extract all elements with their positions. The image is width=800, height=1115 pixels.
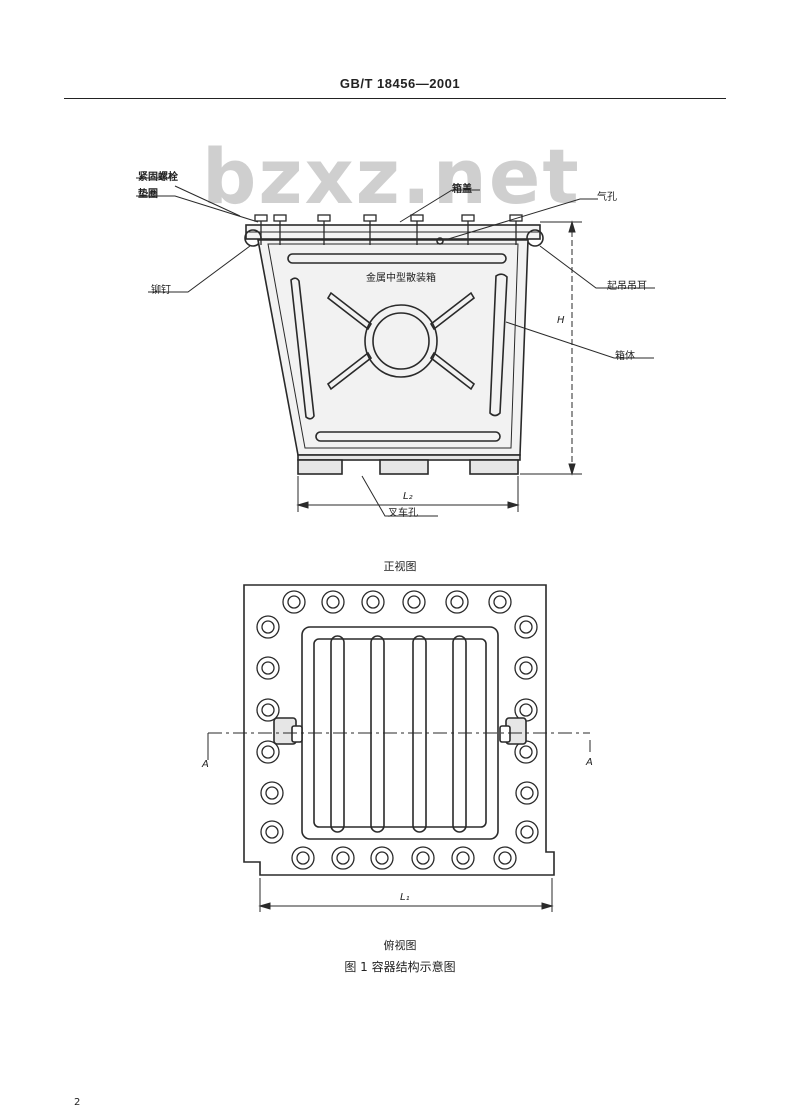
label-lifting-ear: 起吊吊耳 [607, 281, 647, 292]
bolt-head [361, 590, 385, 614]
latch-left [273, 717, 303, 745]
bolt-head [514, 615, 538, 639]
bolt-head [321, 590, 345, 614]
bolt-head [451, 846, 475, 870]
bottom-slot [315, 431, 501, 442]
bolt-head [260, 781, 284, 805]
dimension-length-l1 [258, 878, 554, 912]
label-container-name: 金属中型散装箱 [366, 273, 436, 284]
label-body: 箱体 [615, 351, 635, 362]
dimension-length-l2 [296, 476, 520, 512]
bolt-head [282, 590, 306, 614]
right-side-slot [489, 273, 508, 417]
bolt [363, 214, 377, 245]
bolt-head [256, 656, 280, 680]
dimension-label-l2: L₂ [403, 491, 413, 502]
left-side-slot [290, 277, 315, 420]
standard-header: GB/T 18456—2001 [339, 76, 461, 91]
bolt-head [402, 590, 426, 614]
top-view [207, 584, 591, 912]
bolt-head [256, 615, 280, 639]
bolt-head [515, 781, 539, 805]
center-ring-inner [372, 312, 430, 370]
bolt-head [370, 846, 394, 870]
foot-left [297, 459, 343, 475]
section-mark-left: A [202, 759, 209, 770]
hatch-slot [452, 635, 467, 833]
bolt-head [256, 698, 280, 722]
dimension-label-l1: L₁ [400, 892, 410, 903]
label-forklift-slot: 叉车孔 [388, 508, 418, 519]
body-inner-line [267, 243, 519, 449]
bolt-head [488, 590, 512, 614]
strut-lower-left [326, 351, 373, 391]
page-number: 2 [74, 1097, 81, 1108]
dimension-label-h: H [557, 315, 565, 326]
foot-right [469, 459, 519, 475]
bolt-head [493, 846, 517, 870]
bolt [254, 214, 268, 245]
top-slot [287, 253, 507, 264]
header-rule [64, 98, 726, 99]
strut-upper-right [429, 291, 476, 331]
front-view [136, 177, 655, 517]
hatch-slot [330, 635, 345, 833]
vent-hole [436, 237, 444, 245]
strut-lower-right [429, 351, 476, 391]
hatch-slot [412, 635, 427, 833]
section-mark-right: A [586, 757, 593, 768]
edge-bolts [256, 590, 539, 870]
center-ring-outer [364, 304, 438, 378]
label-washer: 垫圈 [138, 189, 158, 200]
strut-upper-left [326, 291, 373, 331]
bolt [273, 214, 287, 245]
bolt-head [514, 656, 538, 680]
figure-caption: 图 1 容器结构示意图 [344, 960, 456, 974]
bolt [317, 214, 331, 245]
bolt-head [291, 846, 315, 870]
dimension-height [520, 220, 582, 476]
bolt [410, 214, 424, 245]
hatch-slot [370, 635, 385, 833]
top-bolts [254, 214, 523, 245]
section-line [207, 732, 591, 760]
top-outline [243, 584, 555, 876]
watermark-text: bzxz.net [202, 132, 581, 221]
label-lid: 箱盖 [452, 184, 472, 195]
top-view-title: 俯视图 [383, 939, 417, 952]
label-bolt-nut: 紧固螺栓 [138, 172, 178, 183]
label-vent: 气孔 [597, 192, 617, 203]
latch-right [499, 717, 527, 745]
bolt-head [445, 590, 469, 614]
bolt-head [260, 820, 284, 844]
bolt [509, 214, 523, 245]
front-leaders [136, 177, 655, 517]
lifting-ear-right [526, 229, 544, 247]
bolt-head [256, 740, 280, 764]
bolt-head [331, 846, 355, 870]
bolt-head [411, 846, 435, 870]
label-rivet: 铆钉 [151, 285, 171, 296]
foot-center [379, 459, 429, 475]
bolt-head [515, 820, 539, 844]
front-view-title: 正视图 [383, 560, 417, 573]
